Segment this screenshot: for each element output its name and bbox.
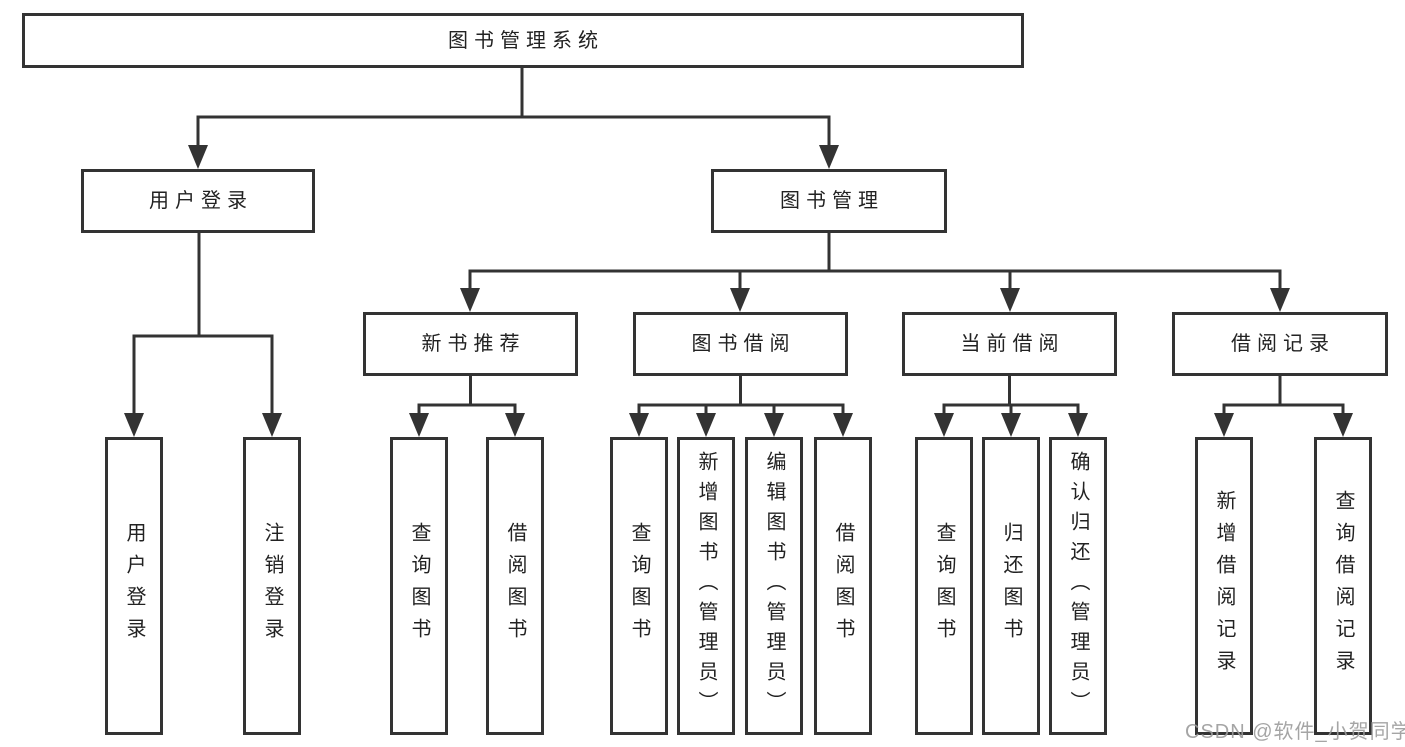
connector-borrow-record-branch	[1222, 376, 1345, 414]
connector-book-management-to-level3	[468, 233, 1282, 289]
node-borrow-records-label: 借阅记录	[1231, 333, 1335, 355]
node-leaf-confirm-return-admin: 确认归还（管理员）	[1049, 437, 1107, 735]
node-current-borrow-label: 当前借阅	[960, 333, 1065, 355]
node-leaf-query-borrow-record: 查询借阅记录	[1314, 437, 1372, 735]
node-leaf-query-borrow-record-label: 查询借阅记录	[1332, 490, 1354, 682]
arrow-down-icon	[460, 288, 480, 312]
arrow-down-icon	[1333, 413, 1353, 437]
arrow-down-icon	[730, 288, 750, 312]
node-root-label: 图书管理系统	[448, 29, 604, 52]
arrow-down-icon	[505, 413, 525, 437]
node-leaf-borrow-books-label: 借阅图书	[832, 522, 854, 650]
arrow-down-icon	[409, 413, 429, 437]
node-leaf-query-books-recommend-label: 查询图书	[408, 522, 430, 650]
arrow-down-icon	[1270, 288, 1290, 312]
node-book-management: 图书管理	[711, 169, 947, 233]
node-leaf-edit-book-admin-label: 编辑图书（管理员）	[763, 451, 785, 721]
node-user-login: 用户登录	[81, 169, 315, 233]
node-leaf-borrow-books: 借阅图书	[814, 437, 872, 735]
arrow-down-icon	[1214, 413, 1234, 437]
node-leaf-confirm-return-admin-label: 确认归还（管理员）	[1067, 451, 1089, 721]
node-book-borrow: 图书借阅	[633, 312, 848, 376]
node-current-borrow: 当前借阅	[902, 312, 1117, 376]
node-leaf-user-login-label: 用户登录	[123, 522, 145, 650]
node-new-book-recommend: 新书推荐	[363, 312, 578, 376]
node-borrow-records: 借阅记录	[1172, 312, 1388, 376]
node-leaf-borrow-books-recommend-label: 借阅图书	[504, 522, 526, 650]
arrow-down-icon	[188, 145, 208, 169]
connector-book-borrow-branch	[637, 376, 845, 414]
arrow-down-icon	[833, 413, 853, 437]
connector-root-to-level2	[196, 68, 831, 146]
node-user-login-label: 用户登录	[149, 190, 253, 212]
arrow-down-icon	[1000, 288, 1020, 312]
node-leaf-query-books-current: 查询图书	[915, 437, 973, 735]
arrow-down-icon	[1068, 413, 1088, 437]
node-leaf-query-books-recommend: 查询图书	[390, 437, 448, 735]
node-leaf-borrow-books-recommend: 借阅图书	[486, 437, 544, 735]
connector-user-login-branch	[132, 233, 274, 414]
watermark: CSDN @软件_小贺同学	[1185, 721, 1405, 743]
node-root: 图书管理系统	[22, 13, 1024, 68]
arrow-down-icon	[262, 413, 282, 437]
node-leaf-return-book: 归还图书	[982, 437, 1040, 735]
connector-current-borrow-branch	[942, 376, 1080, 414]
node-leaf-edit-book-admin: 编辑图书（管理员）	[745, 437, 803, 735]
node-leaf-user-login: 用户登录	[105, 437, 163, 735]
arrow-down-icon	[819, 145, 839, 169]
node-book-management-label: 图书管理	[780, 190, 884, 212]
node-leaf-add-borrow-record: 新增借阅记录	[1195, 437, 1253, 735]
arrow-down-icon	[934, 413, 954, 437]
node-leaf-add-borrow-record-label: 新增借阅记录	[1213, 490, 1235, 682]
node-leaf-query-books-borrow: 查询图书	[610, 437, 668, 735]
connector-new-book-branch	[417, 376, 517, 414]
node-leaf-add-book-admin: 新增图书（管理员）	[677, 437, 735, 735]
node-book-borrow-label: 图书借阅	[691, 333, 796, 355]
node-leaf-logout: 注销登录	[243, 437, 301, 735]
arrow-down-icon	[124, 413, 144, 437]
node-new-book-recommend-label: 新书推荐	[421, 333, 526, 355]
node-leaf-add-book-admin-label: 新增图书（管理员）	[695, 451, 717, 721]
arrow-down-icon	[629, 413, 649, 437]
arrow-down-icon	[1001, 413, 1021, 437]
arrow-down-icon	[764, 413, 784, 437]
node-leaf-query-books-current-label: 查询图书	[933, 522, 955, 650]
arrow-down-icon	[696, 413, 716, 437]
node-leaf-return-book-label: 归还图书	[1000, 522, 1022, 650]
node-leaf-logout-label: 注销登录	[261, 522, 283, 650]
node-leaf-query-books-borrow-label: 查询图书	[628, 522, 650, 650]
